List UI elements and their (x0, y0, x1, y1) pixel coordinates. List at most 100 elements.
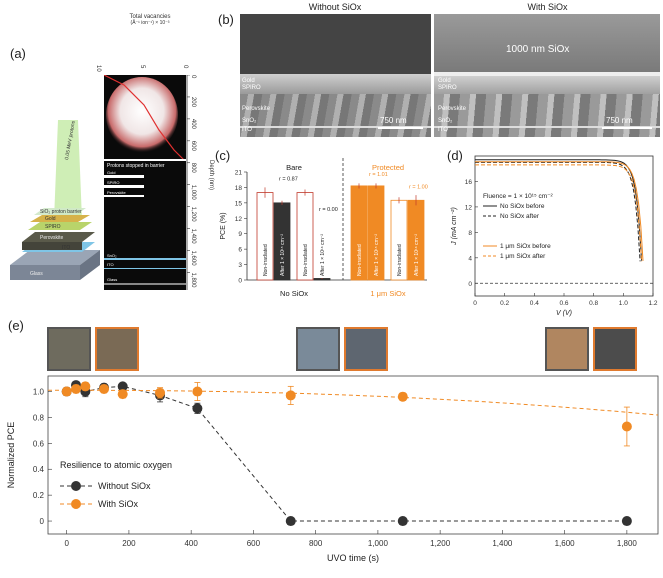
sem-right-ito: ITO (438, 127, 448, 133)
c-bar-label-3: After 1 × 10¹⁶ cm⁻² (320, 234, 326, 276)
e-point-1-1 (71, 383, 82, 394)
gold-layer (30, 215, 90, 222)
d-legend-label-0: No SiOx before (500, 203, 545, 210)
device-glass-label: Glass (30, 271, 43, 277)
c-ytick-label-9: 9 (238, 231, 242, 238)
glass-layer-top (10, 250, 100, 265)
c-ratio-0: r = 0.87 (279, 177, 298, 183)
depth-tick-label-4: 800 (190, 163, 196, 174)
map-spiro-label: SPIRO (107, 180, 119, 185)
d-xtick-label-0: 0 (473, 300, 477, 307)
e-xtick-label-4: 800 (309, 539, 323, 548)
e-ylabel: Normalized PCE (6, 422, 16, 489)
d-legend-label-2: 1 μm SiOx before (500, 243, 551, 250)
c-bar-label-5: After 1 × 10¹⁵ cm⁻² (374, 234, 380, 276)
e-legend-label-1: With SiOx (98, 499, 139, 509)
device-photo-protected-1 (95, 327, 139, 371)
e-point-1-0 (61, 386, 72, 397)
sem-left-perovskite: Perovskite (242, 106, 271, 112)
c-ylabel: PCE (%) (220, 212, 227, 239)
e-xtick-label-1: 200 (122, 539, 136, 548)
d-ytick-label-8: 8 (468, 230, 472, 237)
device-photo-bare-2 (296, 327, 340, 371)
e-xtick-label-0: 0 (64, 539, 69, 548)
e-point-1-2 (80, 381, 91, 392)
c-bar-label-1: After 1 × 10¹⁵ cm⁻² (280, 234, 286, 276)
c-ytick-label-3: 3 (238, 262, 242, 269)
e-ytick-label-0: 0 (40, 517, 45, 526)
d-ytick-label-0: 0 (468, 281, 472, 288)
device-photo-bare-3 (545, 327, 589, 371)
device-photo-protected-2 (344, 327, 388, 371)
panel-label-c: (c) (215, 148, 231, 163)
panel-label-b: (b) (218, 12, 234, 27)
e-legend-title: Resilience to atomic oxygen (60, 460, 172, 470)
device-photo-protected-3 (593, 327, 637, 371)
sem-left-scalebar: 750 nm (380, 116, 407, 125)
d-xtick-label-6: 1.2 (648, 300, 657, 307)
map-ito-label: ITO (107, 262, 114, 267)
map-sno2-label: SnO₂ (107, 253, 117, 258)
top-tick-0: 0 (182, 65, 188, 69)
depth-tick-label-0: 0 (190, 75, 196, 79)
d-series-0 (475, 159, 643, 261)
c-ytick-label-18: 18 (235, 185, 243, 192)
vacancy-units: (Å⁻¹ ion⁻¹) × 10⁻³ (130, 20, 170, 26)
proton-beam (54, 120, 82, 220)
d-ytick-label-4: 4 (468, 255, 472, 262)
top-tick-10: 10 (95, 65, 101, 72)
d-series-2 (475, 161, 644, 261)
e-line-without (66, 384, 627, 522)
e-xtick-label-7: 1,400 (492, 539, 513, 548)
sno2-band (104, 258, 186, 260)
d-legend-label-3: 1 μm SiOx after (500, 253, 546, 260)
sem-right-sno2: SnO₂ (438, 118, 453, 124)
vacancy-profile-line (104, 75, 185, 161)
e-point-1-5 (155, 387, 166, 398)
c-ytick-label-15: 15 (235, 200, 243, 207)
e-legend-marker-1 (71, 499, 81, 509)
vacancy-map: Protons stopped in barrier Gold SPIRO Pe… (104, 75, 186, 290)
sio2-barrier-layer (34, 208, 86, 215)
c-ratio-2: r = 1.01 (369, 172, 388, 178)
d-ytick-label-16: 16 (465, 179, 473, 186)
e-point-1-6 (192, 386, 203, 397)
sem-right-spiro: SPIRO (438, 85, 457, 91)
sem-right-perovskite: Perovskite (438, 106, 467, 112)
e-ytick-label-5: 1.0 (33, 388, 45, 397)
e-ytick-label-1: 0.2 (33, 491, 45, 500)
e-legend-label-0: Without SiOx (98, 481, 151, 491)
c-ytick-label-12: 12 (235, 216, 243, 223)
d-series-1 (475, 161, 641, 262)
perovskite-band (104, 195, 144, 197)
sem-left-title: Without SiOx (308, 2, 362, 12)
e-xtick-label-9: 1,800 (617, 539, 638, 548)
glass-layer-front (10, 265, 80, 280)
gold-band (104, 175, 144, 178)
perovskite-layer-top (22, 232, 95, 242)
sem-oxide-label: 1000 nm SiOx (506, 44, 570, 55)
panel-label-a: (a) (10, 46, 26, 61)
e-point-0-6 (192, 403, 203, 414)
sem-image-without: Gold SPIRO Perovskite SnO₂ ITO 750 nm (240, 14, 431, 137)
device-perovskite-label: Perovskite (40, 235, 64, 241)
e-line-with (48, 389, 659, 416)
sem-left-gold: Gold (242, 78, 255, 84)
e-xtick-label-6: 1,200 (430, 539, 451, 548)
sem-right-gold: Gold (438, 78, 451, 84)
barrier-label: SiO₂ proton barrier (40, 209, 82, 215)
spiro-layer (28, 222, 92, 230)
depth-tick-label-3: 600 (190, 141, 196, 152)
device-illustration: 0.05 MeV protons SiO₂ proton barrier Gol… (10, 120, 100, 280)
vacancy-axis-title: Total vacancies (Å⁻¹ ion⁻¹) × 10⁻³ (102, 14, 198, 26)
c-ytick-label-0: 0 (238, 278, 242, 285)
c-group-title-protected: Protected (372, 163, 404, 172)
depth-axis: 02004006008001,0001,2001,4001,6001,800De… (186, 75, 214, 290)
c-ytick-label-21: 21 (235, 170, 243, 177)
e-point-1-8 (397, 391, 408, 402)
depth-tick-label-5: 1,000 (190, 185, 196, 201)
e-point-1-4 (117, 389, 128, 400)
e-point-0-9 (621, 516, 632, 527)
sem-right-scalebar: 750 nm (606, 116, 633, 125)
